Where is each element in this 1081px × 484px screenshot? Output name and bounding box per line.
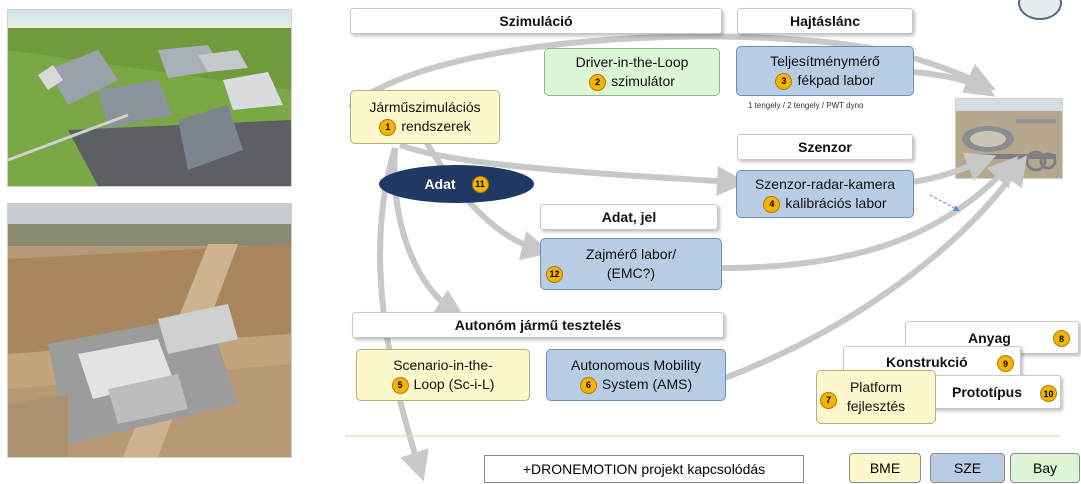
- tier-prototipus-label: Prototípus: [952, 384, 1022, 400]
- legend-bme: BME: [849, 453, 921, 483]
- badge-3: 3: [775, 72, 793, 90]
- box-dil-line2: szimulátor: [611, 73, 675, 89]
- campus-aerial-photo: [7, 203, 292, 458]
- adat-ellipse: Adat 11: [379, 165, 534, 203]
- badge-9: 9: [997, 355, 1014, 372]
- badge-8: 8: [1053, 330, 1070, 347]
- badge-1: 1: [379, 118, 397, 136]
- box-szenzor-line1: Szenzor-radar-kamera: [754, 176, 896, 192]
- box-zajmero-line1: Zajmérő labor/: [585, 246, 677, 262]
- box-dil-line1: Driver-in-the-Loop: [575, 54, 689, 70]
- box-jarmuszimulacio-line1: Járműszimulációs: [369, 99, 481, 115]
- tier-anyag-label: Anyag: [968, 329, 1011, 346]
- tier-konstrukcio-label: Konstrukció: [886, 354, 968, 370]
- box-scenario-line1: Scenario-in-the-: [393, 357, 493, 373]
- box-ams-line1: Autonomous Mobility: [571, 357, 701, 373]
- box-scenario-line2: Loop (Sc-i-L): [413, 376, 495, 392]
- box-ams-line2: System (AMS): [601, 376, 693, 392]
- badge-11: 11: [471, 175, 489, 193]
- header-adat-jel: Adat, jel: [540, 204, 718, 230]
- box-jarmuszimulacio-line2: rendszerek: [401, 118, 471, 134]
- legend-bay: Bay: [1010, 453, 1080, 483]
- header-autonom: Autonóm jármű tesztelés: [352, 312, 724, 338]
- header-szimulacio: Szimuláció: [350, 8, 722, 34]
- box-teljesitmeny-line2: fékpad labor: [797, 72, 875, 88]
- badge-5: 5: [391, 376, 409, 394]
- badge-2: 2: [589, 73, 607, 91]
- header-szenzor: Szenzor: [737, 134, 913, 160]
- badge-10: 10: [1040, 385, 1057, 402]
- box-zajmero: Zajmérő labor/ (EMC?) 12: [540, 238, 722, 290]
- box-zajmero-line2: (EMC?): [606, 265, 656, 281]
- badge-6: 6: [579, 376, 597, 394]
- legend-sze: SZE: [930, 453, 1005, 483]
- box-teljesitmeny-line1: Teljesítménymérő: [770, 53, 880, 69]
- campus-rendering-photo: [7, 9, 292, 187]
- badge-4: 4: [763, 195, 781, 213]
- header-hajtaslanc: Hajtáslánc: [737, 8, 913, 34]
- dronemotion-note: +DRONEMOTION projekt kapcsolódás: [484, 455, 804, 483]
- adat-label: Adat: [424, 176, 456, 192]
- badge-7: 7: [820, 392, 837, 409]
- dyno-note: 1 tengely / 2 tengely / PWT dyno: [748, 101, 864, 110]
- box-szenzor-line2: kalibrációs labor: [785, 195, 887, 211]
- box-platform-line2: fejlesztés: [846, 398, 906, 414]
- box-platform-line1: Platform: [849, 379, 903, 395]
- badge-12: 12: [546, 266, 563, 283]
- box-platform: Platform fejlesztés 7: [816, 370, 936, 424]
